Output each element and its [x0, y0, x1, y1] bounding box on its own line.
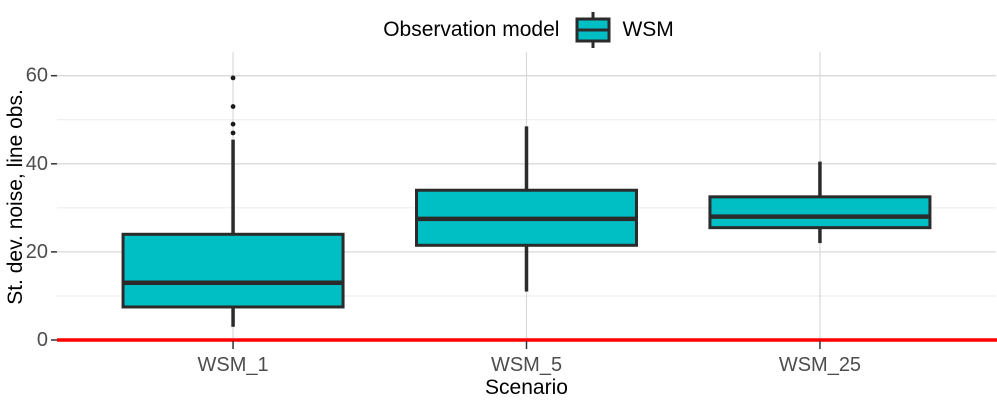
- legend-entry-label: WSM: [622, 18, 674, 41]
- y-tick-label: 20: [26, 241, 48, 263]
- outlier-point: [230, 121, 236, 127]
- outlier-point: [230, 75, 236, 81]
- boxplot-key-icon: [575, 12, 611, 48]
- outlier-point: [230, 104, 236, 109]
- box-WSM_25: [708, 195, 932, 230]
- x-tick-label: WSM_25: [779, 354, 861, 376]
- box-WSM_1: [121, 232, 345, 309]
- legend-title: Observation model: [383, 18, 560, 41]
- x-tick-label: WSM_5: [491, 354, 562, 376]
- legend-entry-wsm: WSM: [573, 10, 674, 50]
- y-tick-label: 0: [37, 329, 48, 351]
- y-tick-label: 40: [26, 153, 48, 175]
- legend: Observation model WSM: [0, 8, 997, 52]
- y-tick-label: 60: [26, 65, 48, 87]
- x-tick-label: WSM_1: [198, 354, 269, 376]
- x-axis-title: Scenario: [485, 376, 568, 399]
- y-axis-title: St. dev. noise, line obs.: [4, 89, 27, 305]
- outlier-point: [230, 130, 236, 136]
